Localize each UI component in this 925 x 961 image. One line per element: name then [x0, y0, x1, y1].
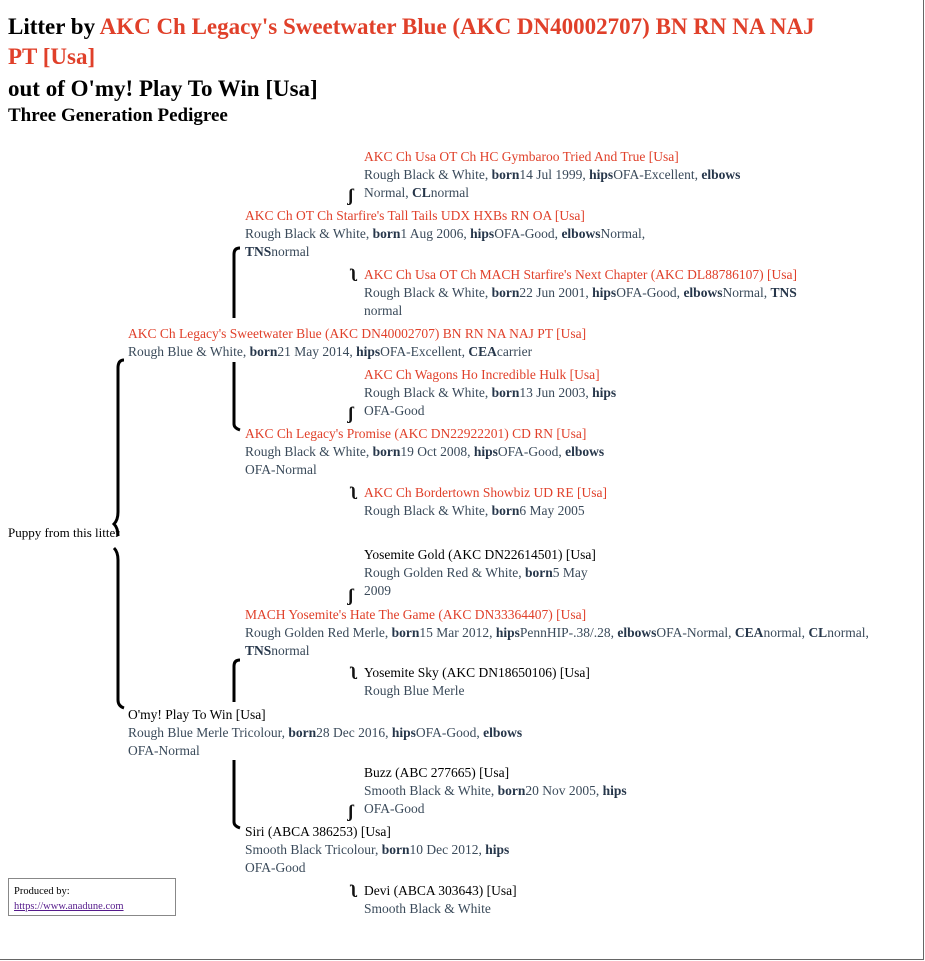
- dog-details: Rough Blue Merle Tricolour, born28 Dec 2…: [128, 725, 523, 758]
- dog-link[interactable]: AKC Ch Bordertown Showbiz UD RE [Usa]: [364, 485, 607, 500]
- dam-title: out of O'my! Play To Win [Usa]: [8, 76, 318, 101]
- produced-by-box: Produced by: https://www.anadune.com: [8, 878, 176, 916]
- curl-icon: ʅ: [350, 877, 357, 897]
- dog-name: Yosemite Gold (AKC DN22614501) [Usa]: [364, 547, 596, 562]
- pedigree-node-ss: AKC Ch OT Ch Starfire's Tall Tails UDX H…: [245, 207, 685, 261]
- dog-details: Rough Black & White, born19 Oct 2008, hi…: [245, 444, 605, 477]
- dog-link[interactable]: AKC Ch OT Ch Starfire's Tall Tails UDX H…: [245, 208, 585, 223]
- bracket-dam: [112, 546, 125, 710]
- pedigree-subtitle: Three Generation Pedigree: [8, 105, 228, 126]
- dog-details: Smooth Black & White: [364, 901, 491, 916]
- dog-details: Rough Black & White, born14 Jul 1999, hi…: [364, 167, 741, 200]
- sire-title-link-cont[interactable]: PT [Usa]: [8, 44, 96, 69]
- dog-link[interactable]: AKC Ch Legacy's Sweetwater Blue (AKC DN4…: [128, 326, 587, 341]
- dog-link[interactable]: AKC Ch Usa OT Ch HC Gymbaroo Tried And T…: [364, 149, 679, 164]
- dog-name: Buzz (ABC 277665) [Usa]: [364, 765, 510, 780]
- curl-icon: ʃ: [348, 801, 354, 821]
- pedigree-node-dss: Yosemite Gold (AKC DN22614501) [Usa] Rou…: [364, 546, 624, 600]
- dog-name: Yosemite Sky (AKC DN18650106) [Usa]: [364, 665, 590, 680]
- curl-icon: ʅ: [350, 659, 357, 679]
- bracket-sd: [232, 362, 241, 432]
- pedigree-node-sss: AKC Ch Usa OT Ch HC Gymbaroo Tried And T…: [364, 148, 784, 202]
- puppy-label: Puppy from this litter: [8, 525, 120, 540]
- dog-link[interactable]: AKC Ch Legacy's Promise (AKC DN22922201)…: [245, 426, 587, 441]
- bracket-ss: [232, 246, 241, 318]
- pedigree-node-ds: MACH Yosemite's Hate The Game (AKC DN333…: [245, 606, 915, 660]
- dog-name: Siri (ABCA 386253) [Usa]: [245, 824, 391, 839]
- pedigree-node-dds: Buzz (ABC 277665) [Usa] Smooth Black & W…: [364, 764, 664, 818]
- curl-icon: ʃ: [348, 585, 354, 605]
- pedigree-node-ddd: Devi (ABCA 303643) [Usa] Smooth Black & …: [364, 882, 624, 918]
- anadune-link[interactable]: https://www.anadune.com: [14, 901, 124, 912]
- dog-details: Smooth Black & White, born20 Nov 2005, h…: [364, 783, 627, 816]
- dog-details: Rough Golden Red Merle, born15 Mar 2012,…: [245, 625, 869, 658]
- curl-icon: ʃ: [348, 403, 354, 423]
- sire-title-link[interactable]: AKC Ch Legacy's Sweetwater Blue (AKC DN4…: [99, 14, 815, 39]
- pedigree-node-dam: O'my! Play To Win [Usa] Rough Blue Merle…: [128, 706, 568, 760]
- bracket-sire: [111, 358, 125, 537]
- dog-link[interactable]: MACH Yosemite's Hate The Game (AKC DN333…: [245, 607, 587, 622]
- litter-title-line2: PT [Usa]: [8, 42, 95, 72]
- dog-name: Devi (ABCA 303643) [Usa]: [364, 883, 517, 898]
- bracket-dd: [232, 760, 241, 830]
- bracket-ds: [232, 658, 241, 702]
- pedigree-node-sd: AKC Ch Legacy's Promise (AKC DN22922201)…: [245, 425, 665, 479]
- dog-details: Rough Black & White, born13 Jun 2003, hi…: [364, 385, 617, 418]
- dog-name: O'my! Play To Win [Usa]: [128, 707, 266, 722]
- pedigree-node-sire: AKC Ch Legacy's Sweetwater Blue (AKC DN4…: [128, 325, 688, 361]
- curl-icon: ʅ: [350, 479, 357, 499]
- curl-icon: ʅ: [350, 261, 357, 281]
- dog-details: Rough Black & White, born6 May 2005: [364, 503, 585, 518]
- dog-details: Rough Blue & White, born21 May 2014, hip…: [128, 344, 533, 359]
- pedigree-node-dsd: Yosemite Sky (AKC DN18650106) [Usa] Roug…: [364, 664, 664, 700]
- dog-details: Rough Black & White, born1 Aug 2006, hip…: [245, 226, 646, 259]
- pedigree-node-sdd: AKC Ch Bordertown Showbiz UD RE [Usa] Ro…: [364, 484, 684, 520]
- dog-details: Rough Blue Merle: [364, 683, 465, 698]
- pedigree-node-dd: Siri (ABCA 386253) [Usa] Smooth Black Tr…: [245, 823, 545, 877]
- curl-icon: ʃ: [348, 185, 354, 205]
- dog-link[interactable]: AKC Ch Usa OT Ch MACH Starfire's Next Ch…: [364, 267, 798, 282]
- produced-by-label: Produced by:: [14, 886, 70, 897]
- pedigree-node-ssd: AKC Ch Usa OT Ch MACH Starfire's Next Ch…: [364, 266, 844, 320]
- litter-title: Litter by AKC Ch Legacy's Sweetwater Blu…: [8, 14, 815, 39]
- dog-details: Smooth Black Tricolour, born10 Dec 2012,…: [245, 842, 510, 875]
- dog-link[interactable]: AKC Ch Wagons Ho Incredible Hulk [Usa]: [364, 367, 600, 382]
- dog-details: Rough Black & White, born22 Jun 2001, hi…: [364, 285, 797, 318]
- pedigree-node-sds: AKC Ch Wagons Ho Incredible Hulk [Usa] R…: [364, 366, 664, 420]
